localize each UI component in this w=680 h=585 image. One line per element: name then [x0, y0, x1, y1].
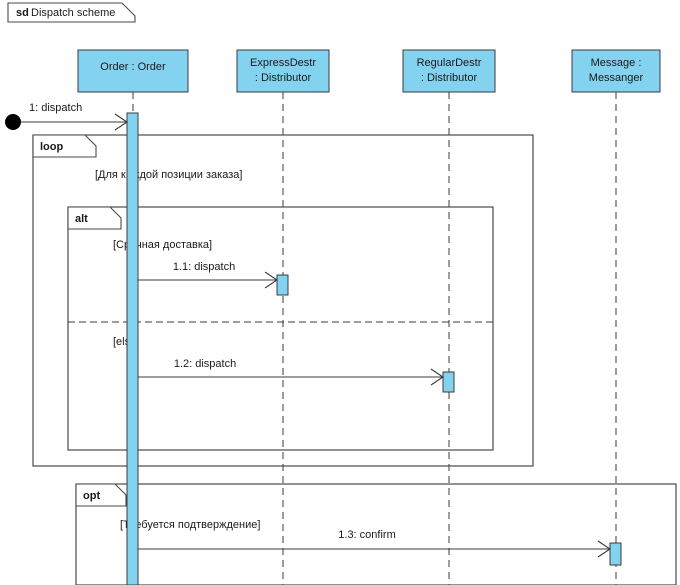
message-1-dispatch[interactable]: 1: dispatch [5, 102, 128, 131]
activation-bars-group [126, 112, 622, 585]
fragment-opt-guard: [Требуется подтверждение] [120, 519, 260, 531]
fragment-alt-border[interactable] [67, 206, 494, 451]
lifeline-box-regular[interactable] [402, 49, 496, 93]
fragment-opt-operator-tab [75, 483, 127, 507]
lifeline-lines-group [132, 92, 617, 585]
activation-bar-order[interactable] [126, 112, 139, 585]
lifeline-label-regular-line2: : Distributor [421, 72, 478, 84]
lifeline-head-order[interactable]: Order : Order [77, 49, 189, 93]
lifeline-label-message-line2: Messanger [589, 72, 644, 84]
fragment-opt-operator-label: opt [83, 490, 100, 502]
fragment-loop-operator-tab [32, 134, 97, 158]
lifeline-head-message[interactable]: Message : Messanger [571, 49, 661, 93]
message-13-arrowhead [597, 540, 611, 558]
frame-name: Dispatch scheme [31, 7, 115, 19]
lifeline-label-message-line1: Message : [591, 57, 642, 69]
message-11-arrowhead [264, 271, 278, 289]
message-1-label: 1: dispatch [29, 102, 82, 114]
lifeline-label-order-line1: Order : Order [100, 61, 166, 73]
fragment-loop-operator-label: loop [40, 141, 63, 153]
lifeline-label-express-line1: ExpressDestr [250, 57, 316, 69]
message-11-dispatch[interactable]: 1.1: dispatch [138, 261, 278, 289]
message-1-arrowhead [114, 113, 128, 131]
lifeline-box-express[interactable] [236, 49, 330, 93]
lifeline-box-message[interactable] [571, 49, 661, 93]
lifeline-box-order[interactable] [77, 49, 189, 93]
message-12-arrowhead [430, 368, 444, 386]
message-12-dispatch[interactable]: 1.2: dispatch [138, 358, 444, 386]
activation-bar-regular[interactable] [442, 371, 455, 393]
activation-bar-express[interactable] [276, 274, 289, 296]
message-13-confirm[interactable]: 1.3: confirm [138, 529, 611, 558]
fragment-alt-operator-label: alt [75, 213, 88, 225]
found-message-start-dot [5, 114, 21, 130]
fragment-opt-border[interactable] [75, 483, 677, 585]
frame-header-tab-shape [7, 2, 136, 23]
lifeline-label-express-line2: : Distributor [255, 72, 312, 84]
activation-bar-message[interactable] [609, 542, 622, 566]
message-11-label: 1.1: dispatch [173, 261, 235, 273]
frame-keyword: sd [16, 7, 29, 19]
fragment-loop-border[interactable] [32, 134, 534, 467]
fragment-opt[interactable]: opt [Требуется подтверждение] [75, 483, 677, 585]
fragment-loop-guard: [Для каждой позиции заказа] [95, 169, 242, 181]
message-13-label: 1.3: confirm [338, 529, 395, 541]
lifeline-head-regular[interactable]: RegularDestr : Distributor [402, 49, 496, 93]
lifeline-head-express[interactable]: ExpressDestr : Distributor [236, 49, 330, 93]
frame-header: sd Dispatch scheme [7, 2, 136, 23]
message-12-label: 1.2: dispatch [174, 358, 236, 370]
lifeline-label-regular-line1: RegularDestr [417, 57, 482, 69]
fragment-alt-operator-tab [67, 206, 122, 230]
